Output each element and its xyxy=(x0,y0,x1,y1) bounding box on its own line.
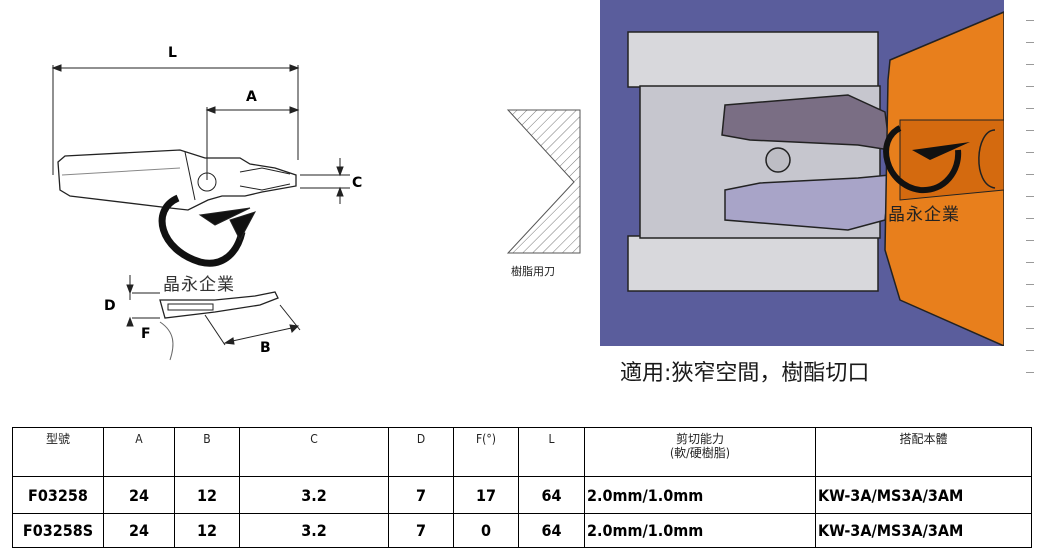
cell-a: 24 xyxy=(103,476,175,514)
header-a: A xyxy=(103,427,175,477)
spec-table: 型號 A B C D F(°) L 剪切能力 (軟/硬樹脂) 搭配本體 F032… xyxy=(12,427,1032,548)
cell-d: 7 xyxy=(388,476,454,514)
header-cutting-capacity: 剪切能力 (軟/硬樹脂) xyxy=(584,427,816,477)
cell-d: 7 xyxy=(388,513,454,548)
edge-tick xyxy=(1026,42,1034,43)
resin-blade-section xyxy=(506,109,581,254)
edge-tick xyxy=(1026,152,1034,153)
usage-description: 適用:狹窄空間，樹酯切口 xyxy=(620,361,870,386)
header-c: C xyxy=(239,427,389,477)
cell-l: 64 xyxy=(518,513,585,548)
edge-tick xyxy=(1026,86,1034,87)
blade-outline-svg xyxy=(51,64,350,361)
cell-a: 24 xyxy=(103,513,175,548)
cell-compatible-body: KW-3A/MS3A/3AM xyxy=(815,513,1032,548)
cell-c: 3.2 xyxy=(239,476,389,514)
table-row: F03258 24 12 3.2 7 17 64 2.0mm/1.0mm KW-… xyxy=(12,476,1032,514)
table-header-row: 型號 A B C D F(°) L 剪切能力 (軟/硬樹脂) 搭配本體 xyxy=(12,427,1032,477)
cell-b: 12 xyxy=(174,513,240,548)
edge-tick xyxy=(1026,64,1034,65)
header-compatible-body: 搭配本體 xyxy=(815,427,1032,477)
cell-compatible-body: KW-3A/MS3A/3AM xyxy=(815,476,1032,514)
edge-tick xyxy=(1026,372,1034,373)
cell-b: 12 xyxy=(174,476,240,514)
cell-model: F03258S xyxy=(12,513,104,548)
dim-label-l: L xyxy=(168,45,177,61)
blade-dimension-drawing: L A C D F B 晶永企業 xyxy=(0,0,500,400)
header-l: L xyxy=(518,427,585,477)
edge-tick xyxy=(1026,108,1034,109)
cell-l: 64 xyxy=(518,476,585,514)
header-model: 型號 xyxy=(12,427,104,477)
dim-label-d: D xyxy=(104,298,116,314)
dim-label-f: F xyxy=(141,326,151,342)
edge-tick xyxy=(1026,284,1034,285)
edge-tick xyxy=(1026,262,1034,263)
edge-tick xyxy=(1026,20,1034,21)
edge-tick xyxy=(1026,130,1034,131)
table-row: F03258S 24 12 3.2 7 0 64 2.0mm/1.0mm KW-… xyxy=(12,513,1032,548)
edge-tick xyxy=(1026,350,1034,351)
header-f: F(°) xyxy=(453,427,519,477)
edge-tick xyxy=(1026,174,1034,175)
cell-cutting-capacity: 2.0mm/1.0mm xyxy=(584,476,816,514)
header-b: B xyxy=(174,427,240,477)
resin-blade-caption: 樹脂用刀 xyxy=(511,265,555,278)
cell-f: 17 xyxy=(453,476,519,514)
render-svg xyxy=(627,11,1004,346)
cell-cutting-capacity: 2.0mm/1.0mm xyxy=(584,513,816,548)
edge-tick xyxy=(1026,240,1034,241)
dim-label-c: C xyxy=(352,175,363,191)
company-watermark-left: 晶永企業 xyxy=(163,275,235,295)
blade-3d-render xyxy=(600,0,1004,346)
edge-tick xyxy=(1026,306,1034,307)
header-d: D xyxy=(388,427,454,477)
company-watermark-right: 晶永企業 xyxy=(888,205,960,225)
edge-tick xyxy=(1026,196,1034,197)
edge-tick xyxy=(1026,328,1034,329)
dim-label-b: B xyxy=(260,340,271,356)
edge-tick xyxy=(1026,218,1034,219)
cell-f: 0 xyxy=(453,513,519,548)
cell-c: 3.2 xyxy=(239,513,389,548)
cell-model: F03258 xyxy=(12,476,104,514)
dim-label-a: A xyxy=(246,89,257,105)
